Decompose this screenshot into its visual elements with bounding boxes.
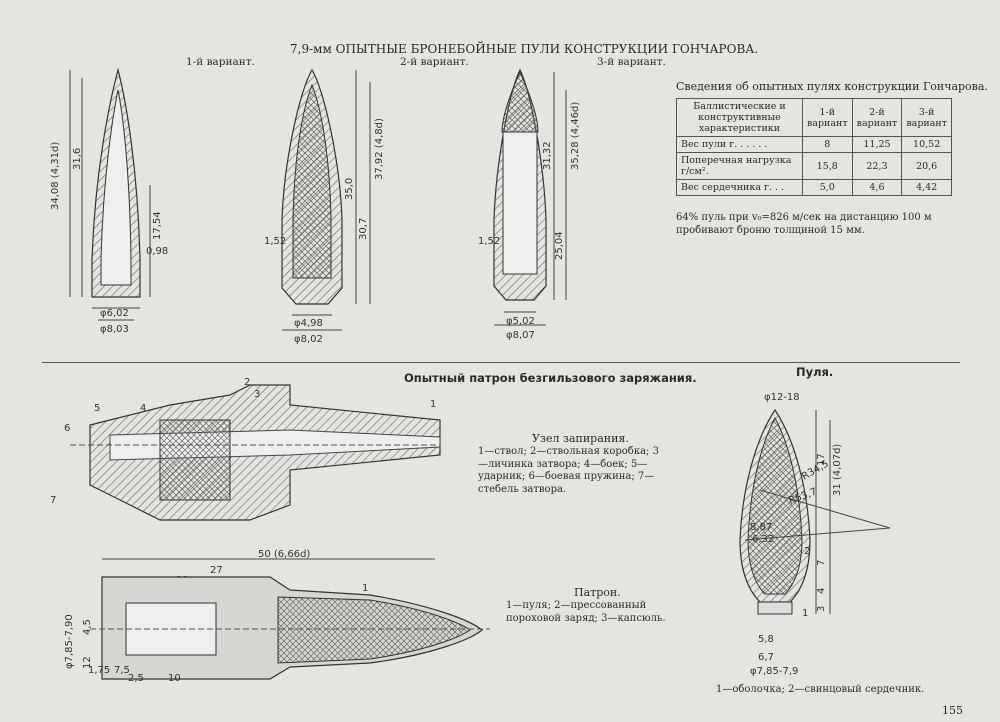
- bullet-dim-4: 4: [816, 588, 827, 594]
- table-cell: 11,25: [851, 136, 903, 153]
- lock-callout-3: 3: [254, 389, 260, 400]
- cart-dim-175: 1,75: [88, 665, 110, 676]
- bullet-callout-1: 1: [802, 608, 808, 619]
- cart-dim-27: 27: [210, 565, 223, 576]
- lock-title: Узел запирания.: [532, 432, 629, 445]
- v3-dim-body: 25,04: [554, 231, 565, 260]
- v2-dim-outer: φ8,02: [294, 334, 323, 345]
- table-header-cell: 1-й вариант: [801, 98, 853, 137]
- variant3-label: 3-й вариант.: [597, 56, 666, 68]
- variant1-bullet: 34,08 (4,31d) 31,6 17,54 0,98 φ6,02 φ8,0…: [50, 67, 168, 335]
- page-title: 7,9-мм ОПЫТНЫЕ БРОНЕБОЙНЫЕ ПУЛИ КОНСТРУК…: [290, 42, 759, 56]
- bullet-callout-2: 2: [804, 546, 810, 557]
- specs-table: Баллистические и конструктивные характер…: [676, 98, 952, 196]
- cart-dim-diameter: φ7,85-7,90: [64, 614, 75, 669]
- v2-dim-core: 35,0: [344, 178, 355, 200]
- cartridge-drawing: 50 (6,66d) 27 19 17 2 3 1 φ7,85-7,90 4,5…: [64, 549, 490, 684]
- specs-table-wrap: Баллистические и конструктивные характер…: [676, 98, 952, 196]
- v2-dim-body: 30,7: [358, 218, 369, 240]
- section2-title: Опытный патрон безгильзового заряжания.: [404, 371, 697, 385]
- table-header-cell: 3-й вариант: [901, 98, 952, 137]
- table-cell: 4,6: [851, 179, 903, 196]
- cart-dim-12: 12: [82, 656, 93, 669]
- bullet-dim-diameter: φ7,85-7,9: [750, 666, 798, 677]
- lock-legend: 1—ствол; 2—ствольная коробка; 3—личинка …: [478, 446, 659, 495]
- v3-dim-inner: φ5,02: [506, 316, 535, 327]
- bullet-title: Пуля.: [796, 365, 834, 379]
- table-header-row: Баллистические и конструктивные характер…: [676, 98, 952, 137]
- v1-dim-wall: 0,98: [146, 246, 168, 257]
- table-row: Вес сердечника г. . . 5,0 4,6 4,42: [676, 179, 952, 196]
- bullet-dim-3: 3: [816, 606, 827, 612]
- bullet-section-drawing: φ12-18 R34,5 R53,7 17 31 (4,07d) 8,87 6,…: [739, 392, 891, 677]
- v1-dim-outer: φ8,03: [100, 324, 129, 335]
- v3-dim-outer: φ8,07: [506, 330, 535, 341]
- lock-callout-7: 7: [50, 495, 56, 506]
- table-cell: 8: [801, 136, 853, 153]
- table-cell: 20,6: [901, 152, 952, 180]
- bullet-dim-7: 7: [816, 560, 827, 566]
- table-cell: Поперечная нагрузка г/см².: [676, 152, 803, 180]
- table-cell: 15,8: [801, 152, 853, 180]
- cart-dim-10: 10: [168, 673, 181, 684]
- variant2-label: 2-й вариант.: [400, 56, 469, 68]
- v1-dim-length: 34,08 (4,31d): [50, 142, 61, 210]
- lock-callout-6: 6: [64, 423, 70, 434]
- table-cell: 22,3: [851, 152, 903, 180]
- cart-dim-length: 50 (6,66d): [258, 549, 310, 560]
- variant1-label: 1-й вариант.: [186, 56, 255, 68]
- variant3-bullet: 31,32 35,28 (4,46d) 25,04 1,52 φ5,02 φ8,…: [478, 68, 581, 341]
- table-cell: 4,42: [901, 179, 952, 196]
- table-cell: 10,52: [901, 136, 952, 153]
- table-cell: Вес сердечника г. . .: [676, 179, 803, 196]
- table-cell: 5,0: [801, 179, 853, 196]
- v3-dim-wall: 1,52: [478, 236, 500, 247]
- lock-callout-4: 4: [140, 403, 146, 414]
- bullet-dim-31: 31 (4,07d): [832, 444, 843, 496]
- v2-dim-wall: 1,52: [264, 236, 286, 247]
- table-header-cell: 2-й вариант: [851, 98, 903, 137]
- cartridge-legend: 1—пуля; 2—прессованный пороховой заряд; …: [506, 600, 666, 624]
- cart-dim-75: 7,5: [114, 665, 130, 676]
- bullet-dim-67: 6,7: [758, 652, 774, 663]
- table-title: Сведения об опытных пулях конструкции Го…: [676, 80, 988, 93]
- bullet-dim-17: 17: [816, 453, 827, 466]
- table-row: Поперечная нагрузка г/см². 15,8 22,3 20,…: [676, 152, 952, 180]
- v3-dim-core: 31,32: [542, 141, 553, 170]
- bullet-caption: 1—оболочка; 2—свинцовый сердечник.: [716, 684, 925, 695]
- bullet-dim-58: 5,8: [758, 634, 774, 645]
- table-row: Вес пули г. . . . . . 8 11,25 10,52: [676, 136, 952, 153]
- lock-drawing: 1 2 3 4 5 6 7: [50, 377, 441, 521]
- v1-dim-inner: φ6,02: [100, 308, 129, 319]
- cart-dim-45: 4,5: [82, 619, 93, 635]
- lock-callout-5: 5: [94, 403, 100, 414]
- variant2-bullet: 35,0 30,7 37,92 (4,8d) 1,52 φ4,98 φ8,02: [264, 68, 385, 345]
- v2-dim-length: 37,92 (4,8d): [374, 118, 385, 180]
- v1-dim-core: 17,54: [152, 211, 163, 240]
- cart-callout-1: 1: [362, 583, 368, 594]
- table-note: 64% пуль при v₀=826 м/сек на дистанцию 1…: [676, 212, 932, 236]
- table-header-cell: Баллистические и конструктивные характер…: [676, 98, 803, 137]
- cart-dim-25: 2,5: [128, 673, 144, 684]
- v1-dim-ogive: 31,6: [72, 148, 83, 170]
- bullet-dim-632: 6,32: [752, 534, 774, 545]
- lock-callout-1: 1: [430, 399, 436, 410]
- v3-dim-length: 35,28 (4,46d): [570, 102, 581, 170]
- section-divider: [42, 362, 960, 363]
- bullet-dim-887: 8,87: [750, 522, 772, 533]
- v2-dim-inner: φ4,98: [294, 318, 323, 329]
- bullet-dim-tip: φ12-18: [764, 392, 800, 403]
- table-cell: Вес пули г. . . . . .: [676, 136, 803, 153]
- lock-callout-2: 2: [244, 377, 250, 388]
- cartridge-title: Патрон.: [574, 586, 621, 599]
- bullet-variants-drawing: 34,08 (4,31d) 31,6 17,54 0,98 φ6,02 φ8,0…: [50, 67, 581, 345]
- page-number: 155: [942, 704, 963, 717]
